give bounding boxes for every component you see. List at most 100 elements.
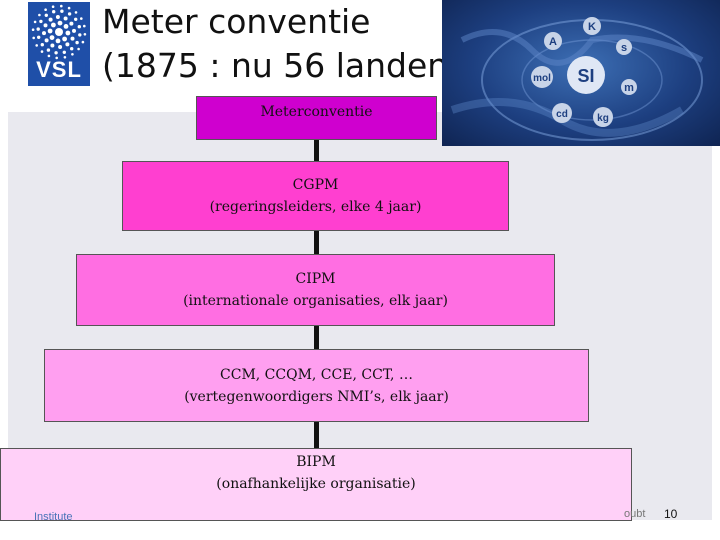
si-symbol-k: K — [588, 21, 596, 33]
title-line-2: (1875 : nu 56 landen) — [102, 46, 462, 85]
si-circle-s — [616, 39, 632, 55]
logo-dot — [83, 24, 86, 28]
si-circle-kg — [593, 107, 613, 127]
logo-dot — [70, 47, 74, 51]
logo-dot — [47, 54, 51, 58]
logo-dot — [62, 50, 66, 54]
box-title: CCM, CCQM, CCE, CCT, … — [220, 366, 413, 383]
si-symbol-m: m — [624, 82, 634, 94]
logo-dot — [44, 38, 49, 43]
logo-dot — [65, 42, 70, 47]
logo-dot — [44, 8, 47, 11]
logo-dot — [71, 53, 74, 56]
box-subtitle: (onafhankelijke organisatie) — [216, 476, 416, 492]
hierarchy-box-bipm: BIPM (onafhankelijke organisatie) — [0, 448, 632, 521]
logo-dot — [46, 48, 51, 52]
connector-line-1 — [314, 140, 319, 161]
si-symbol-cd: cd — [556, 109, 568, 120]
logo-dot — [38, 13, 41, 17]
logo-dot — [55, 15, 60, 19]
si-circle-cd — [552, 103, 572, 123]
hierarchy-box-meterconventie: Meterconventie — [196, 96, 437, 140]
logo-dot — [60, 9, 64, 13]
logo-dot — [81, 40, 85, 44]
logo-dot — [60, 4, 63, 8]
logo-dot — [35, 44, 38, 47]
connector-line-4 — [314, 422, 319, 448]
box-title: CIPM — [295, 271, 336, 287]
logo-dot — [58, 45, 63, 49]
footer-text: oubt — [624, 508, 646, 520]
si-symbol-mol: mol — [533, 73, 551, 84]
logo-dot — [51, 5, 55, 8]
logo-dot — [65, 30, 71, 36]
hierarchy-box-cipm: CIPM (internationale organisaties, elk j… — [76, 254, 555, 326]
si-units-graphic: K A s mol SI m cd kg — [450, 17, 704, 141]
logo-dot — [63, 24, 69, 29]
logo-dot — [44, 13, 48, 17]
logo-dot — [40, 50, 44, 53]
logo-dot — [55, 56, 58, 60]
si-circle-k — [583, 17, 601, 35]
logo-dot — [48, 17, 53, 22]
logo-dot — [63, 16, 68, 21]
title-line-1: Meter conventie — [102, 2, 371, 41]
hierarchy-box-cgpm: CGPM (regeringsleiders, elke 4 jaar) — [122, 161, 509, 231]
logo-dot — [39, 19, 43, 24]
hierarchy-box-committees: CCM, CCQM, CCE, CCT, … (vertegenwoordige… — [44, 349, 589, 422]
logo-dot — [83, 33, 87, 36]
logo-dot — [74, 17, 78, 21]
si-circle-a — [544, 32, 562, 50]
logo-dot — [78, 33, 82, 37]
logo-dot — [42, 31, 46, 36]
logo-dot — [70, 36, 75, 41]
logo-dot — [62, 36, 67, 42]
logo-dot — [72, 28, 76, 33]
logo-dot — [31, 28, 35, 32]
logo-dot — [63, 56, 67, 59]
page-title: Meter conventie (1875 : nu 56 landen) — [102, 0, 462, 88]
logo-dot — [43, 23, 48, 28]
logo-dot — [77, 25, 81, 29]
box-subtitle: (regeringsleiders, elke 4 jaar) — [209, 199, 422, 215]
logo-dot — [32, 36, 35, 40]
logo-dot — [36, 27, 40, 31]
connector-line-2 — [314, 231, 319, 254]
si-symbol-si: SI — [577, 66, 594, 86]
box-subtitle: (vertegenwoordigers NMI’s, elk jaar) — [184, 388, 449, 405]
logo-dot — [67, 12, 72, 16]
vsl-logo: VSL — [28, 2, 90, 86]
si-symbol-a: A — [549, 36, 557, 48]
si-symbol-kg: kg — [597, 113, 609, 124]
logo-dot — [54, 51, 58, 55]
logo-dot — [52, 10, 56, 14]
logo-dot — [50, 43, 55, 48]
logo-dot-pattern — [31, 4, 87, 60]
logo-dot — [55, 38, 61, 44]
logo-dot — [47, 28, 53, 34]
box-subtitle: (internationale organisaties, elk jaar) — [183, 293, 448, 309]
logo-dot — [80, 17, 83, 20]
logo-dot — [57, 20, 63, 26]
logo-dot — [51, 22, 56, 28]
page-number: 10 — [664, 507, 678, 521]
logo-dot — [37, 35, 41, 39]
logo-dot — [77, 47, 80, 51]
si-units-image: K A s mol SI m cd kg — [442, 0, 720, 146]
box-title: Meterconventie — [260, 104, 373, 120]
connector-line-3 — [314, 326, 319, 349]
si-circle-m — [621, 79, 637, 95]
logo-dot — [69, 21, 74, 26]
si-circle-center — [567, 56, 605, 94]
logo-dot — [40, 43, 44, 47]
logo-dot — [75, 40, 79, 45]
logo-dot — [49, 35, 55, 40]
si-symbol-s: s — [621, 42, 627, 54]
logo-dot — [67, 6, 71, 10]
box-title: BIPM — [296, 454, 336, 470]
si-circle-mol — [531, 66, 553, 88]
logo-text: VSL — [36, 57, 82, 82]
box-title: CGPM — [292, 177, 339, 193]
logo-dot — [33, 20, 37, 24]
logo-dot — [74, 11, 78, 14]
